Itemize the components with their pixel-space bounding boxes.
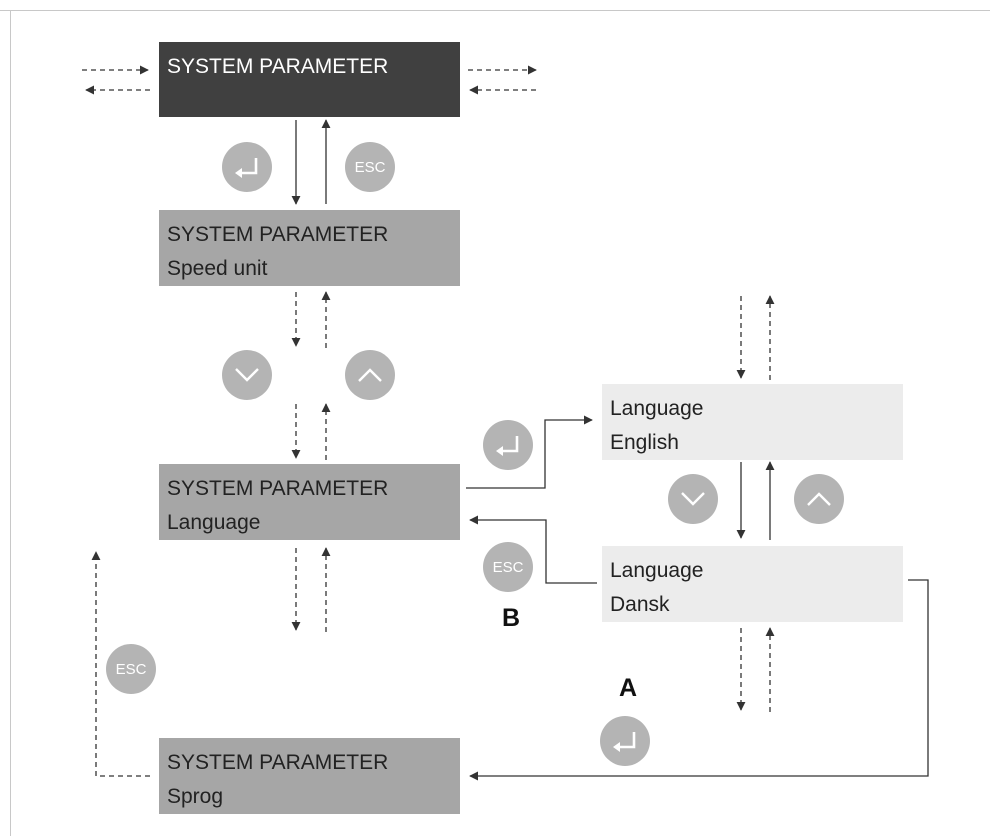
menu-box-language[interactable]: SYSTEM PARAMETER Language <box>159 464 460 540</box>
enter-button[interactable] <box>222 142 272 192</box>
label-b: B <box>502 604 521 632</box>
enter-button[interactable] <box>600 716 650 766</box>
esc-icon: ESC <box>115 660 147 678</box>
chevron-up-icon <box>358 368 382 382</box>
chevron-down-icon <box>681 492 705 506</box>
enter-button[interactable] <box>483 420 533 470</box>
menu-box-line1: SYSTEM PARAMETER <box>167 55 389 78</box>
menu-box-line2: Dansk <box>610 593 670 616</box>
menu-box-line1: Language <box>610 397 704 420</box>
esc-button[interactable]: ESC <box>483 542 533 592</box>
up-button[interactable] <box>794 474 844 524</box>
esc-button[interactable]: ESC <box>345 142 395 192</box>
menu-box-sprog[interactable]: SYSTEM PARAMETER Sprog <box>159 738 460 814</box>
menu-box-system-parameter-top[interactable]: SYSTEM PARAMETER <box>159 42 460 117</box>
enter-icon <box>235 158 258 178</box>
menu-box-line2: Language <box>167 511 261 534</box>
enter-icon <box>613 732 636 752</box>
menu-box-language-english[interactable]: Language English <box>602 384 903 460</box>
up-button[interactable] <box>345 350 395 400</box>
menu-box-line1: SYSTEM PARAMETER <box>167 477 389 500</box>
chevron-down-icon <box>235 368 259 382</box>
menu-box-line2: English <box>610 431 679 454</box>
esc-icon: ESC <box>492 558 524 576</box>
enter-icon <box>496 436 519 456</box>
menu-box-speed-unit[interactable]: SYSTEM PARAMETER Speed unit <box>159 210 460 286</box>
esc-icon: ESC <box>354 158 386 176</box>
frame-top-border <box>0 10 990 11</box>
menu-box-line2: Sprog <box>167 785 224 808</box>
menu-box-language-dansk[interactable]: Language Dansk <box>602 546 903 622</box>
down-button[interactable] <box>222 350 272 400</box>
menu-box-line1: SYSTEM PARAMETER <box>167 223 389 246</box>
menu-box-line1: Language <box>610 559 704 582</box>
esc-button[interactable]: ESC <box>106 644 156 694</box>
menu-box-line1: SYSTEM PARAMETER <box>167 751 389 774</box>
menu-box-line2: Speed unit <box>167 257 268 280</box>
frame-left-border <box>10 10 11 836</box>
label-a: A <box>619 674 638 702</box>
chevron-up-icon <box>807 492 831 506</box>
down-button[interactable] <box>668 474 718 524</box>
